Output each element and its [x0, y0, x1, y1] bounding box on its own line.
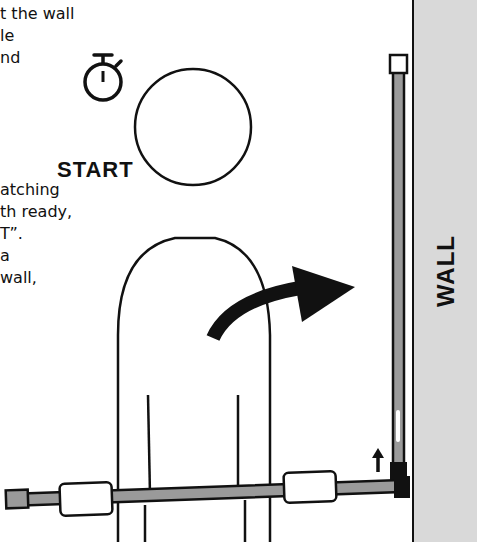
instruction-text: atching — [0, 180, 60, 200]
up-arrow — [372, 448, 384, 472]
instruction-text: th ready, — [0, 202, 72, 222]
vertical-bar — [390, 55, 407, 480]
wall-band: WALL — [412, 0, 477, 542]
horizontal-bar — [6, 471, 410, 516]
instruction-text: t the wall — [0, 4, 74, 24]
rotation-arrow — [213, 266, 355, 338]
instruction-text: le — [0, 26, 14, 46]
instruction-text: wall, — [0, 268, 37, 288]
wall-label: WALL — [432, 235, 460, 307]
stopwatch-icon — [85, 55, 121, 100]
instruction-text: nd — [0, 48, 20, 68]
instruction-text: a — [0, 246, 10, 266]
start-label: START — [57, 160, 134, 180]
instruction-text: T”. — [0, 224, 23, 244]
